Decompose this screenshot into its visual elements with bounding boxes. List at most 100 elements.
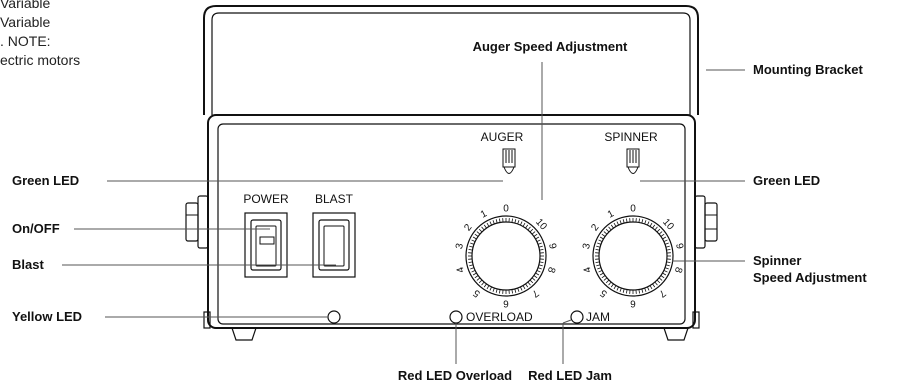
auger-dial-number: 7 <box>529 287 541 299</box>
auger-knurl-tick <box>529 279 534 284</box>
spinner-knurl-tick <box>608 281 612 286</box>
spinner-knurl-tick <box>596 245 601 248</box>
auger-knurl-tick <box>535 272 540 276</box>
overload-panel-label: OVERLOAD <box>466 310 533 324</box>
spinner-knurl-tick <box>613 285 617 290</box>
spinner-knurl-tick <box>647 221 650 226</box>
spinner-knurl-tick <box>605 228 610 233</box>
auger-knurl-tick <box>514 288 517 293</box>
auger-knurl-tick <box>495 288 498 293</box>
spinner-knurl-tick <box>662 236 667 240</box>
spinner-knurl-tick <box>665 245 670 248</box>
blast-switch[interactable] <box>312 212 356 278</box>
auger-green-led <box>502 148 516 174</box>
auger-knurl-tick <box>538 245 543 248</box>
auger-knurl-tick <box>468 249 473 251</box>
spinner-knurl-tick <box>601 275 606 279</box>
left-side-bolt <box>185 195 209 249</box>
callout-green-led-right: Green LED <box>753 173 820 188</box>
auger-knurl-tick <box>469 245 474 248</box>
intro-line-4: ectric motors <box>0 52 80 68</box>
right-side-bolt <box>694 195 718 249</box>
auger-knurl-tick <box>476 277 481 281</box>
spinner-dial-number: 3 <box>581 242 593 250</box>
spinner-dial-number: 8 <box>672 265 684 274</box>
jam-red-led <box>570 310 584 324</box>
auger-knurl-tick <box>486 285 490 290</box>
spinner-knurl-tick <box>652 224 656 229</box>
callout-lines <box>62 62 745 364</box>
auger-knurl-tick <box>525 283 529 288</box>
auger-knurl-tick <box>481 281 485 286</box>
spinner-knurl-tick <box>598 239 603 242</box>
auger-knurl-tick <box>495 219 498 224</box>
spinner-dial-knob-outer[interactable] <box>592 215 674 297</box>
spinner-knurl-tick <box>652 283 656 288</box>
callout-mounting-bracket: Mounting Bracket <box>753 62 863 77</box>
auger-knurl-tick <box>469 264 474 267</box>
spinner-dial-number: 7 <box>656 287 668 299</box>
blast-panel-label: BLAST <box>315 192 354 206</box>
auger-knurl-tick <box>527 281 531 286</box>
spinner-knurl-tick <box>603 231 608 235</box>
mounting-bracket <box>203 5 699 115</box>
auger-knurl-tick <box>478 228 483 233</box>
spinner-knurl-tick <box>638 218 640 223</box>
spinner-knurl-tick <box>664 242 669 245</box>
power-switch[interactable] <box>244 212 288 278</box>
auger-knurl-tick <box>517 287 520 292</box>
auger-dial-number: 5 <box>471 287 483 299</box>
auger-dial-number: 3 <box>454 242 466 250</box>
spinner-knurl-tick <box>658 231 663 235</box>
auger-knurl-tick <box>470 242 475 245</box>
spinner-knurl-tick <box>665 264 670 267</box>
auger-dial-number: 0 <box>503 204 509 215</box>
auger-knurl-tick <box>472 272 477 276</box>
auger-knurl-tick <box>531 277 536 281</box>
auger-knurl-tick <box>533 275 538 279</box>
auger-knurl-tick <box>517 220 520 225</box>
auger-knurl-tick <box>468 261 473 263</box>
spinner-knurl-tick <box>647 286 650 291</box>
spinner-knurl-tick <box>638 289 640 294</box>
spinner-knurl-tick <box>610 224 614 229</box>
spinner-knurl-tick <box>619 287 622 292</box>
spinner-knurl-tick <box>616 221 619 226</box>
auger-knurl-tick <box>527 226 531 231</box>
auger-knurl-tick <box>499 218 501 223</box>
spinner-knurl-tick <box>666 249 671 251</box>
callout-red-led-jam: Red LED Jam <box>528 368 612 383</box>
spinner-knurl-tick <box>656 279 661 284</box>
auger-dial-knob-inner[interactable] <box>471 221 541 291</box>
spinner-dial-number: 2 <box>589 222 601 233</box>
spinner-knurl-tick <box>597 242 602 245</box>
auger-knurl-tick <box>520 221 523 226</box>
spinner-dial-knob-inner[interactable] <box>598 221 668 291</box>
control-box <box>203 114 700 341</box>
spinner-dial-number: 1 <box>606 208 616 221</box>
spinner-knurl-tick <box>598 270 603 273</box>
auger-knurl-tick <box>531 231 536 235</box>
auger-knurl-tick <box>537 242 542 245</box>
auger-dial-number: 9 <box>546 242 558 250</box>
spinner-knurl-tick <box>603 277 608 281</box>
intro-line-2: Variable <box>0 14 51 30</box>
auger-dial-knob-outer[interactable] <box>465 215 547 297</box>
auger-knurl-tick <box>492 287 495 292</box>
spinner-knurl-tick <box>610 283 614 288</box>
spinner-knurl-tick <box>622 219 625 224</box>
spinner-knurl-tick <box>641 219 644 224</box>
spinner-knurl-tick <box>622 288 625 293</box>
spinner-dial-number: 9 <box>673 242 685 250</box>
auger-knurl-tick <box>499 289 501 294</box>
callout-red-led-overload: Red LED Overload <box>398 368 512 383</box>
auger-knurl-tick <box>511 218 513 223</box>
callout-blast: Blast <box>12 257 44 272</box>
spinner-knurl-tick <box>660 275 665 279</box>
spinner-knurl-tick <box>616 286 619 291</box>
spinner-knurl-tick <box>596 264 601 267</box>
spinner-knurl-tick <box>595 249 600 251</box>
